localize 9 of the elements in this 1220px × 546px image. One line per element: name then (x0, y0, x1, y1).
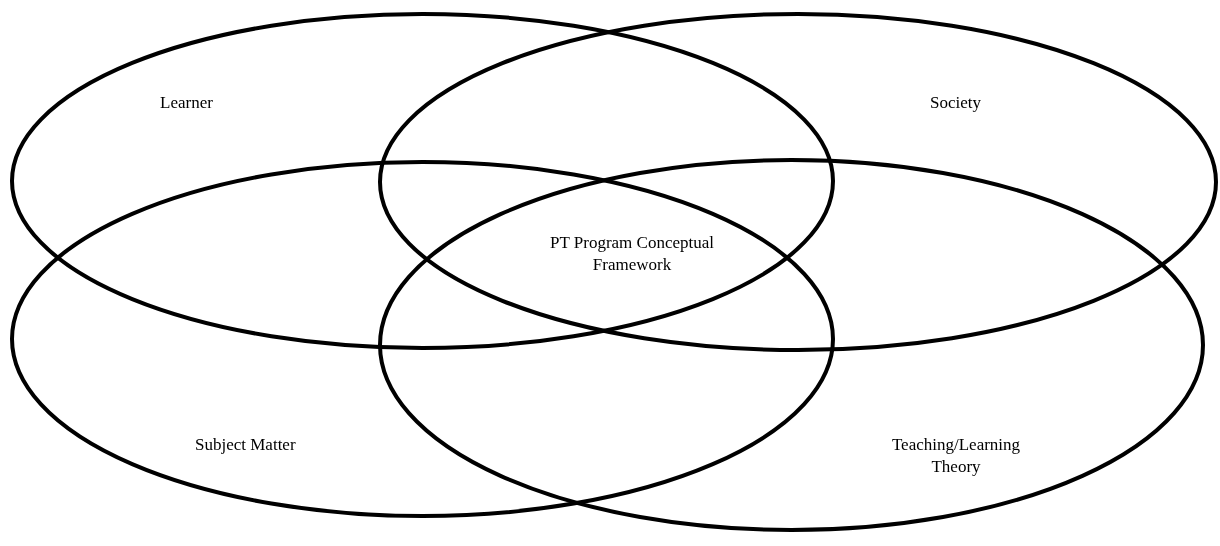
set-label: Learner (160, 92, 214, 114)
set-label: Subject Matter (195, 434, 297, 456)
venn-ellipse (10, 160, 835, 518)
center-label: PT Program Conceptual Framework (549, 232, 715, 276)
venn-ellipse (378, 158, 1205, 532)
venn-ellipse (378, 12, 1218, 352)
set-label: Society (930, 92, 982, 114)
venn-ellipse (10, 12, 835, 350)
set-label: Teaching/Learning Theory (890, 434, 1022, 478)
